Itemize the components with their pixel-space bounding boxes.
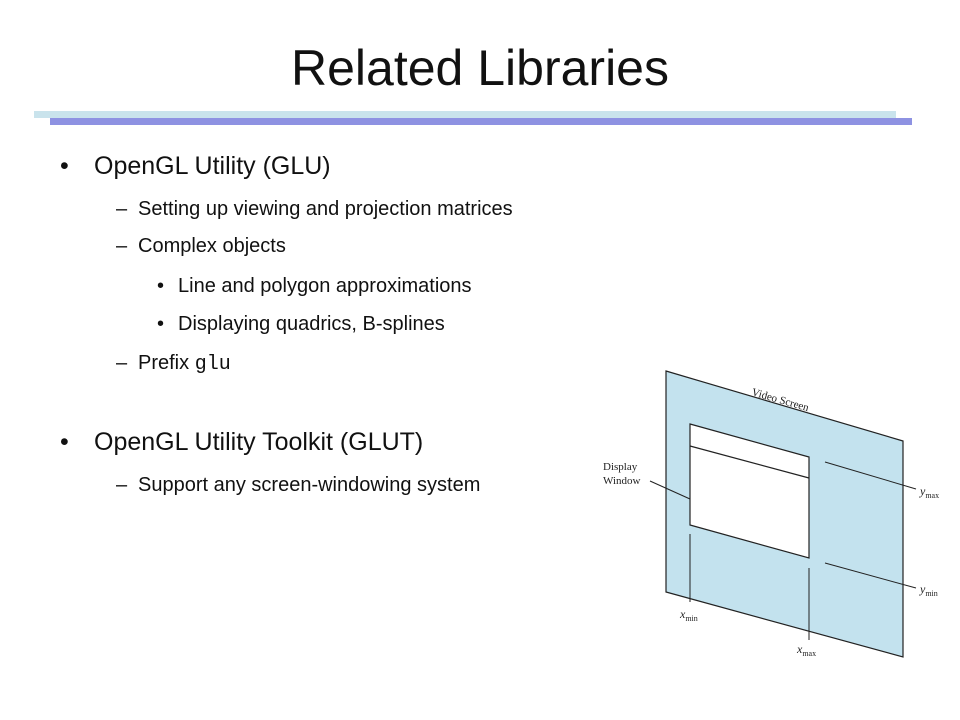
sub-item-viewing-text: Setting up viewing and projection matric… [138, 198, 513, 220]
xmax-subscript: max [802, 649, 816, 658]
prefix-code: glu [194, 353, 231, 376]
sub-item-complex-objects-text: Complex objects [138, 235, 286, 257]
bullet-marker: • [157, 275, 165, 297]
ymax-base: y [919, 484, 926, 498]
title-underline-light [34, 111, 896, 118]
title-underline-dark [50, 118, 912, 125]
ymin-guide-line [824, 562, 917, 589]
sub-item-windowing-text: Support any screen-windowing system [138, 474, 481, 496]
slide-title: Related Libraries [291, 40, 669, 96]
dash-marker: – [116, 474, 128, 496]
sub-sub-item-quadrics-text: Displaying quadrics, B-splines [178, 313, 445, 335]
ymin-label: ymin [919, 582, 938, 598]
bullet-marker: • [157, 313, 165, 335]
bullet-marker: • [60, 428, 69, 456]
xmin-subscript: min [685, 614, 697, 623]
bullet-marker: • [60, 152, 69, 180]
ymax-subscript: max [925, 491, 939, 500]
prefix-label: Prefix [138, 352, 195, 374]
ymin-subscript: min [925, 589, 937, 598]
video-screen-diagram: Video Screen Display Window ymax ymin xm… [603, 370, 939, 658]
display-window-label-line2: Window [603, 475, 640, 487]
sub-item-prefix-text: Prefix glu [138, 352, 231, 376]
sub-sub-item-line-polygon-text: Line and polygon approximations [178, 275, 472, 297]
xmax-label: xmax [796, 642, 816, 658]
dash-marker: – [116, 352, 128, 374]
display-window-label-line1: Display [603, 461, 638, 473]
xmin-label: xmin [679, 607, 698, 623]
bullet-glu-text: OpenGL Utility (GLU) [94, 152, 331, 180]
display-window [689, 423, 810, 559]
dash-marker: – [116, 198, 128, 220]
ymax-guide-line [824, 461, 917, 490]
dash-marker: – [116, 235, 128, 257]
xmin-base: x [679, 607, 686, 621]
display-window-title-bar [689, 445, 810, 479]
display-window-pointer [649, 480, 691, 500]
ymin-base: y [919, 582, 926, 596]
bullet-glut-text: OpenGL Utility Toolkit (GLUT) [94, 428, 424, 456]
xmax-base: x [796, 642, 803, 656]
ymax-label: ymax [919, 484, 939, 500]
